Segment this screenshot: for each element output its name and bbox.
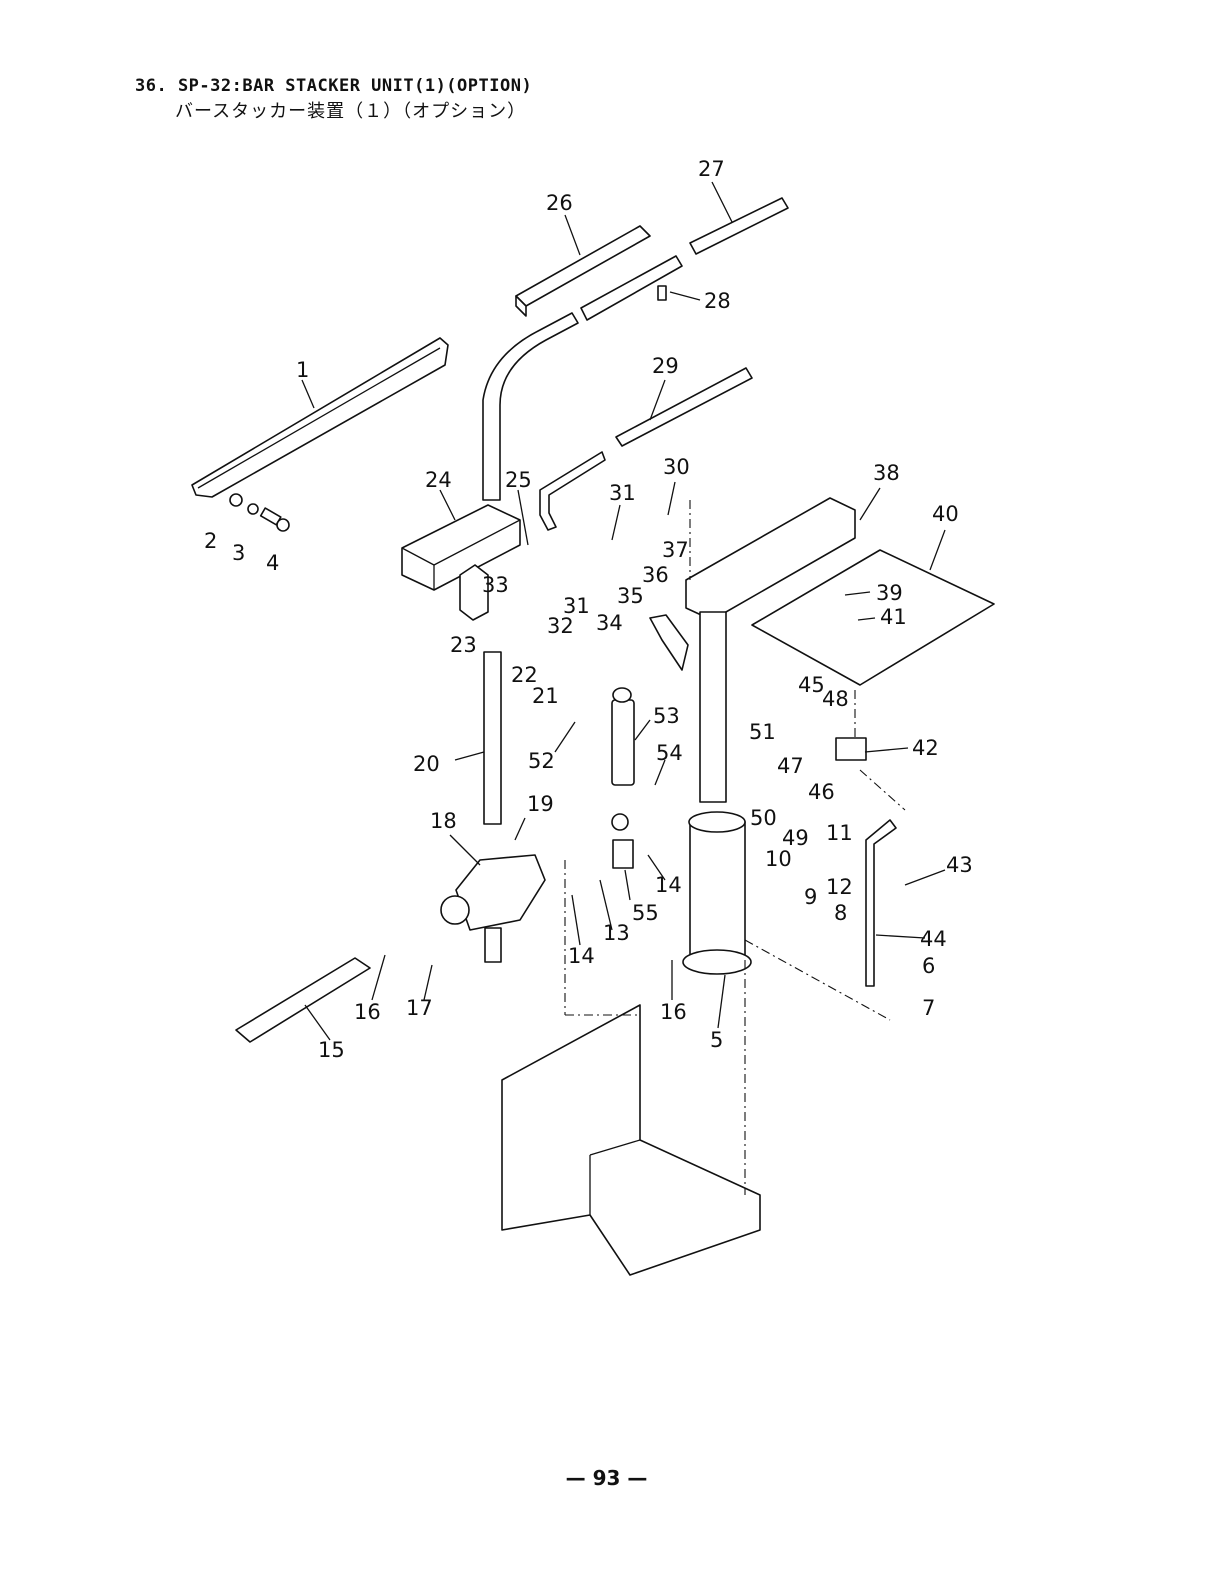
callout-13: 13 <box>603 921 630 945</box>
callout-12: 12 <box>826 875 853 899</box>
callout-10: 10 <box>765 847 792 871</box>
callout-20: 20 <box>413 752 440 776</box>
page-number: — 93 — <box>0 1466 1213 1490</box>
callout-32: 32 <box>547 614 574 638</box>
callout-17: 17 <box>406 996 433 1020</box>
callout-54: 54 <box>656 741 683 765</box>
part-foam-strip-26 <box>516 226 650 316</box>
callout-25: 25 <box>505 468 532 492</box>
callout-31a: 31 <box>609 481 636 505</box>
callout-51: 51 <box>749 720 776 744</box>
callout-38: 38 <box>873 461 900 485</box>
callout-8: 8 <box>834 901 847 925</box>
callout-35: 35 <box>617 584 644 608</box>
part-spring-28 <box>658 286 666 300</box>
callout-27: 27 <box>698 157 725 181</box>
callout-55: 55 <box>632 901 659 925</box>
callout-33: 33 <box>482 573 509 597</box>
callout-16b: 16 <box>660 1000 687 1024</box>
callout-29: 29 <box>652 354 679 378</box>
callout-47: 47 <box>777 754 804 778</box>
part-cylinder-53 <box>612 688 634 785</box>
callout-6: 6 <box>922 954 935 978</box>
callout-2: 2 <box>204 529 217 553</box>
callout-44: 44 <box>920 927 947 951</box>
callout-22: 22 <box>511 663 538 687</box>
callout-43: 43 <box>946 853 973 877</box>
callout-16a: 16 <box>354 1000 381 1024</box>
callout-11: 11 <box>826 821 853 845</box>
callout-50: 50 <box>750 806 777 830</box>
callout-7: 7 <box>922 996 935 1020</box>
callout-21: 21 <box>532 684 559 708</box>
callout-18: 18 <box>430 809 457 833</box>
callout-41: 41 <box>880 605 907 629</box>
callout-1: 1 <box>296 358 309 382</box>
callout-5: 5 <box>710 1028 723 1052</box>
callout-36: 36 <box>642 563 669 587</box>
part-washers-bolt-2-3-4 <box>230 494 289 531</box>
part-block-42 <box>836 738 866 760</box>
callout-53: 53 <box>653 704 680 728</box>
part-tube-27 <box>690 198 788 254</box>
callout-37: 37 <box>662 538 689 562</box>
callout-9: 9 <box>804 885 817 909</box>
callout-34: 34 <box>596 611 623 635</box>
part-rod-44 <box>866 820 896 986</box>
callout-26: 26 <box>546 191 573 215</box>
callout-42: 42 <box>912 736 939 760</box>
callout-52: 52 <box>528 749 555 773</box>
callout-14b: 14 <box>655 873 682 897</box>
callout-49: 49 <box>782 826 809 850</box>
callout-30: 30 <box>663 455 690 479</box>
callout-46: 46 <box>808 780 835 804</box>
part-column-5 <box>683 812 751 974</box>
part-rail-1 <box>192 338 448 497</box>
callout-39: 39 <box>876 581 903 605</box>
callout-19: 19 <box>527 792 554 816</box>
callout-45: 45 <box>798 673 825 697</box>
callout-3: 3 <box>232 541 245 565</box>
callout-4: 4 <box>266 551 279 575</box>
part-clamp-18 <box>441 855 545 962</box>
callout-24: 24 <box>425 468 452 492</box>
part-clevis-55 <box>612 814 633 868</box>
part-shaft-20 <box>484 652 501 824</box>
callout-23: 23 <box>450 633 477 657</box>
callout-48: 48 <box>822 687 849 711</box>
callout-15: 15 <box>318 1038 345 1062</box>
part-rod-29 <box>540 368 752 530</box>
part-screw-shaft-15 <box>236 958 370 1042</box>
callout-14a: 14 <box>568 944 595 968</box>
part-bracket-37 <box>650 615 688 670</box>
callout-40: 40 <box>932 502 959 526</box>
callout-28: 28 <box>704 289 731 313</box>
